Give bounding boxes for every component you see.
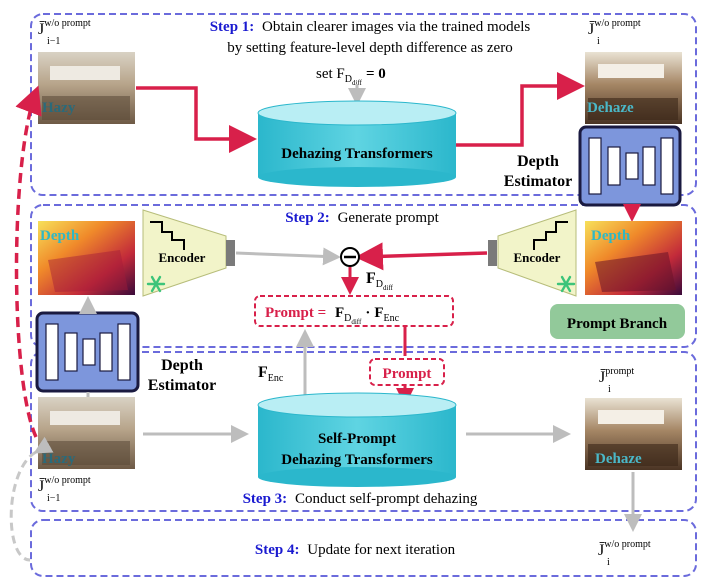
- svg-text:Encoder: Encoder: [159, 250, 206, 265]
- step2-box: [30, 204, 697, 348]
- j-i-wo-prompt-top-sub: i: [597, 36, 600, 47]
- red-loop-arrow: [14, 85, 42, 438]
- svg-text:Hazy: Hazy: [42, 100, 76, 116]
- hazy-image-step3: Hazy: [38, 397, 135, 469]
- j-i-wo-prompt-top: J̄w/o prompt: [588, 18, 641, 38]
- svg-text:Hazy: Hazy: [42, 451, 76, 467]
- dehaze-image-step3: Dehaze: [585, 398, 682, 470]
- snowflake-icon: [146, 275, 166, 293]
- arrow-right-encoder-to-subtract: [355, 242, 488, 271]
- step3-box: [30, 351, 697, 512]
- svg-text:Self-Prompt: Self-Prompt: [318, 431, 396, 447]
- self-prompt-transformers-cylinder: Self-Prompt Dehazing Transformers: [257, 392, 457, 487]
- svg-text:Dehazing Transformers: Dehazing Transformers: [281, 146, 433, 162]
- prompt-tag-label: Prompt: [383, 366, 432, 382]
- j-i-prompt: J̄prompt: [599, 366, 634, 386]
- depth-map-right: Depth: [585, 221, 682, 295]
- prompt-equation: Prompt = FDdiff·FEnc: [265, 305, 400, 326]
- j-i-prompt-sub: i: [608, 384, 611, 395]
- svg-text:Prompt Branch: Prompt Branch: [567, 316, 668, 332]
- step4-title: Step 4: Update for next iteration: [255, 542, 456, 558]
- svg-text:Depth: Depth: [591, 228, 631, 244]
- svg-text:Dehaze: Dehaze: [587, 100, 634, 116]
- svg-text:Dehazing Transformers: Dehazing Transformers: [281, 452, 433, 468]
- arrow-hazy-to-transformer: [136, 86, 257, 153]
- svg-text:Depth: Depth: [40, 228, 80, 244]
- depth-estimator-top-label2: Estimator: [504, 173, 572, 190]
- depth-map-left: Depth: [38, 221, 135, 295]
- depth-estimator-left: [35, 311, 140, 393]
- j-i-wo-prompt-bottom: J̄w/o prompt: [598, 539, 651, 559]
- minus-circle-icon: [340, 247, 360, 267]
- step1-subtitle: by setting feature-level depth differenc…: [227, 40, 512, 56]
- snowflake-icon: [556, 275, 576, 293]
- fenc-label: FEnc: [258, 364, 284, 384]
- j-im1-wo-prompt-bottom: J̄w/o prompt: [38, 475, 91, 495]
- j-im1-wo-prompt-top-sub: i−1: [47, 36, 60, 47]
- j-i-wo-prompt-bottom-sub: i: [607, 557, 610, 568]
- step2-title: Step 2: Generate prompt: [285, 210, 439, 226]
- step4-box: [30, 519, 697, 577]
- step3-title: Step 3: Conduct self-prompt dehazing: [243, 491, 478, 507]
- depth-estimator-left-label: Depth: [161, 357, 203, 374]
- j-im1-wo-prompt-bottom-sub: i−1: [47, 493, 60, 504]
- depth-estimator-left-label2: Estimator: [148, 377, 216, 394]
- arrow-left-encoder-to-subtract: [235, 247, 341, 266]
- set-fdiff-label: set FDdiff= 0: [316, 66, 386, 87]
- gray-loop-arrow: [9, 436, 54, 562]
- step1-title: Step 1: Obtain clearer images via the tr…: [210, 19, 531, 35]
- j-im1-wo-prompt-top: J̄w/o prompt: [38, 18, 91, 38]
- prompt-branch-box: Prompt Branch: [550, 304, 685, 339]
- svg-text:Dehaze: Dehaze: [595, 451, 642, 467]
- dehazing-transformers-cylinder: Dehazing Transformers: [257, 100, 457, 187]
- prompt-tag: [369, 358, 445, 386]
- svg-text:Encoder: Encoder: [514, 250, 561, 265]
- depth-estimator-top-label: Depth: [517, 153, 559, 170]
- prompt-equation-box: [254, 295, 454, 327]
- dehaze-image-step1: Dehaze: [585, 52, 682, 124]
- arrow-transformer-to-dehaze: [456, 72, 585, 147]
- encoder-left: Encoder: [142, 209, 235, 297]
- encoder-right: Encoder: [488, 209, 577, 297]
- fdiff-label: FDdiff: [366, 270, 394, 292]
- depth-estimator-top: [578, 125, 682, 207]
- hazy-image-step1: Hazy: [38, 52, 135, 124]
